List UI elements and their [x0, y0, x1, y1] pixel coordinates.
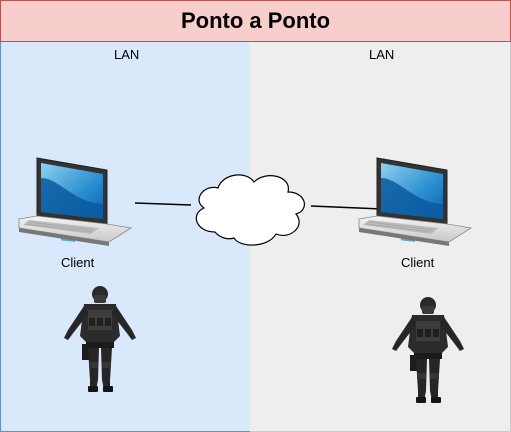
laptop-icon: [358, 157, 472, 247]
lan-label-right: LAN: [369, 47, 395, 62]
link-left-to-cloud: [134, 202, 192, 206]
lan-zone-left: LAN: [0, 42, 250, 432]
diagram-title-bar: Ponto a Ponto: [0, 0, 511, 42]
cloud-icon: [195, 174, 305, 246]
diagram-title: Ponto a Ponto: [180, 8, 331, 33]
soldier-figure-icon: [392, 297, 464, 403]
client-label-right: Client: [401, 255, 435, 270]
lan-label-left: LAN: [114, 47, 140, 62]
lan-zone-right: LAN: [250, 42, 511, 432]
laptop-icon: [18, 157, 132, 247]
soldier-figure-icon: [64, 286, 136, 392]
client-label-left: Client: [61, 255, 95, 270]
